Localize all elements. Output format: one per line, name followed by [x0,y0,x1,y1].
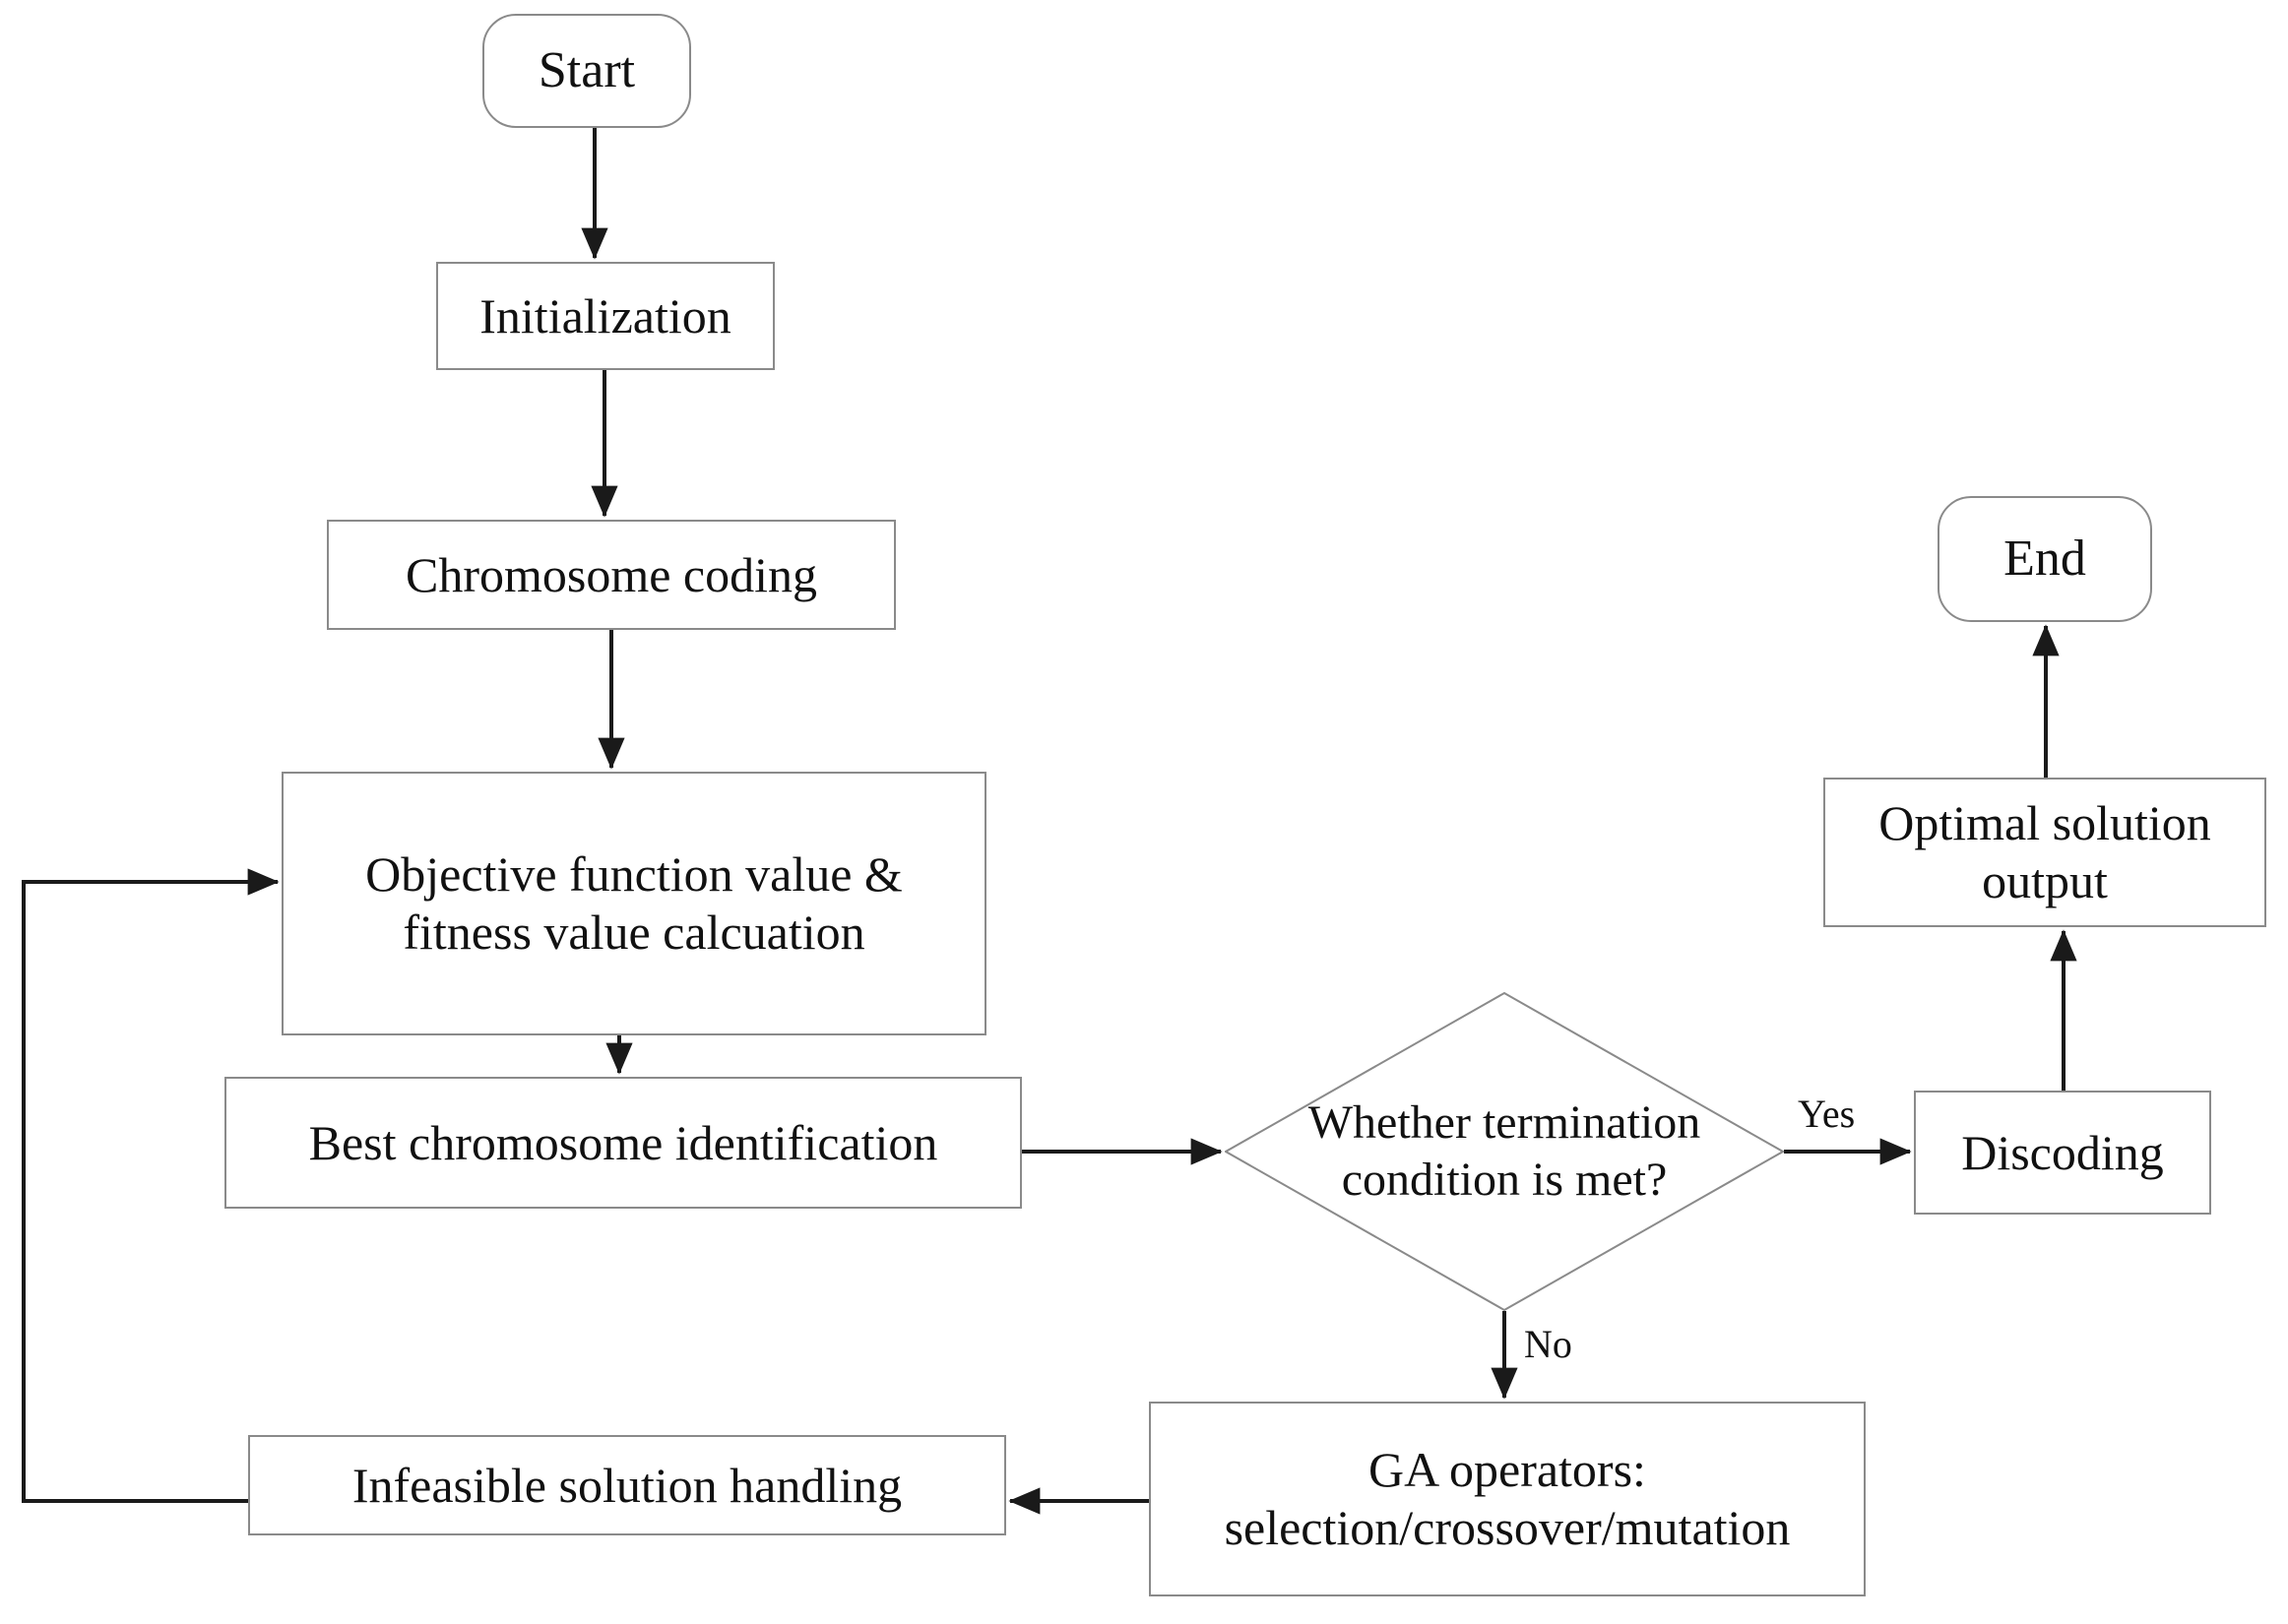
decision-diamond-shape [1225,992,1784,1311]
termination-condition-decision-label: Whether termination condition is met? [1307,1096,1701,1206]
infeasible-solution-handling-process[interactable]: Infeasible solution handling [248,1435,1006,1535]
end-terminator[interactable]: End [1938,496,2152,622]
optimal-solution-output-process[interactable]: Optimal solution output [1823,778,2266,927]
ga-operators-process[interactable]: GA operators: selection/crossover/mutati… [1149,1402,1866,1596]
termination-condition-decision[interactable]: Whether termination condition is met? [1225,992,1784,1311]
discoding-process[interactable]: Discoding [1914,1091,2211,1215]
start-terminator[interactable]: Start [482,14,691,128]
edge-label-no: No [1524,1322,1572,1366]
edge-label-yes: Yes [1798,1092,1856,1136]
chromosome-coding-process[interactable]: Chromosome coding [327,520,896,630]
best-chromosome-identification-process[interactable]: Best chromosome identification [224,1077,1022,1209]
objective-fitness-process[interactable]: Objective function value & fitness value… [282,772,986,1035]
initialization-process[interactable]: Initialization [436,262,775,370]
